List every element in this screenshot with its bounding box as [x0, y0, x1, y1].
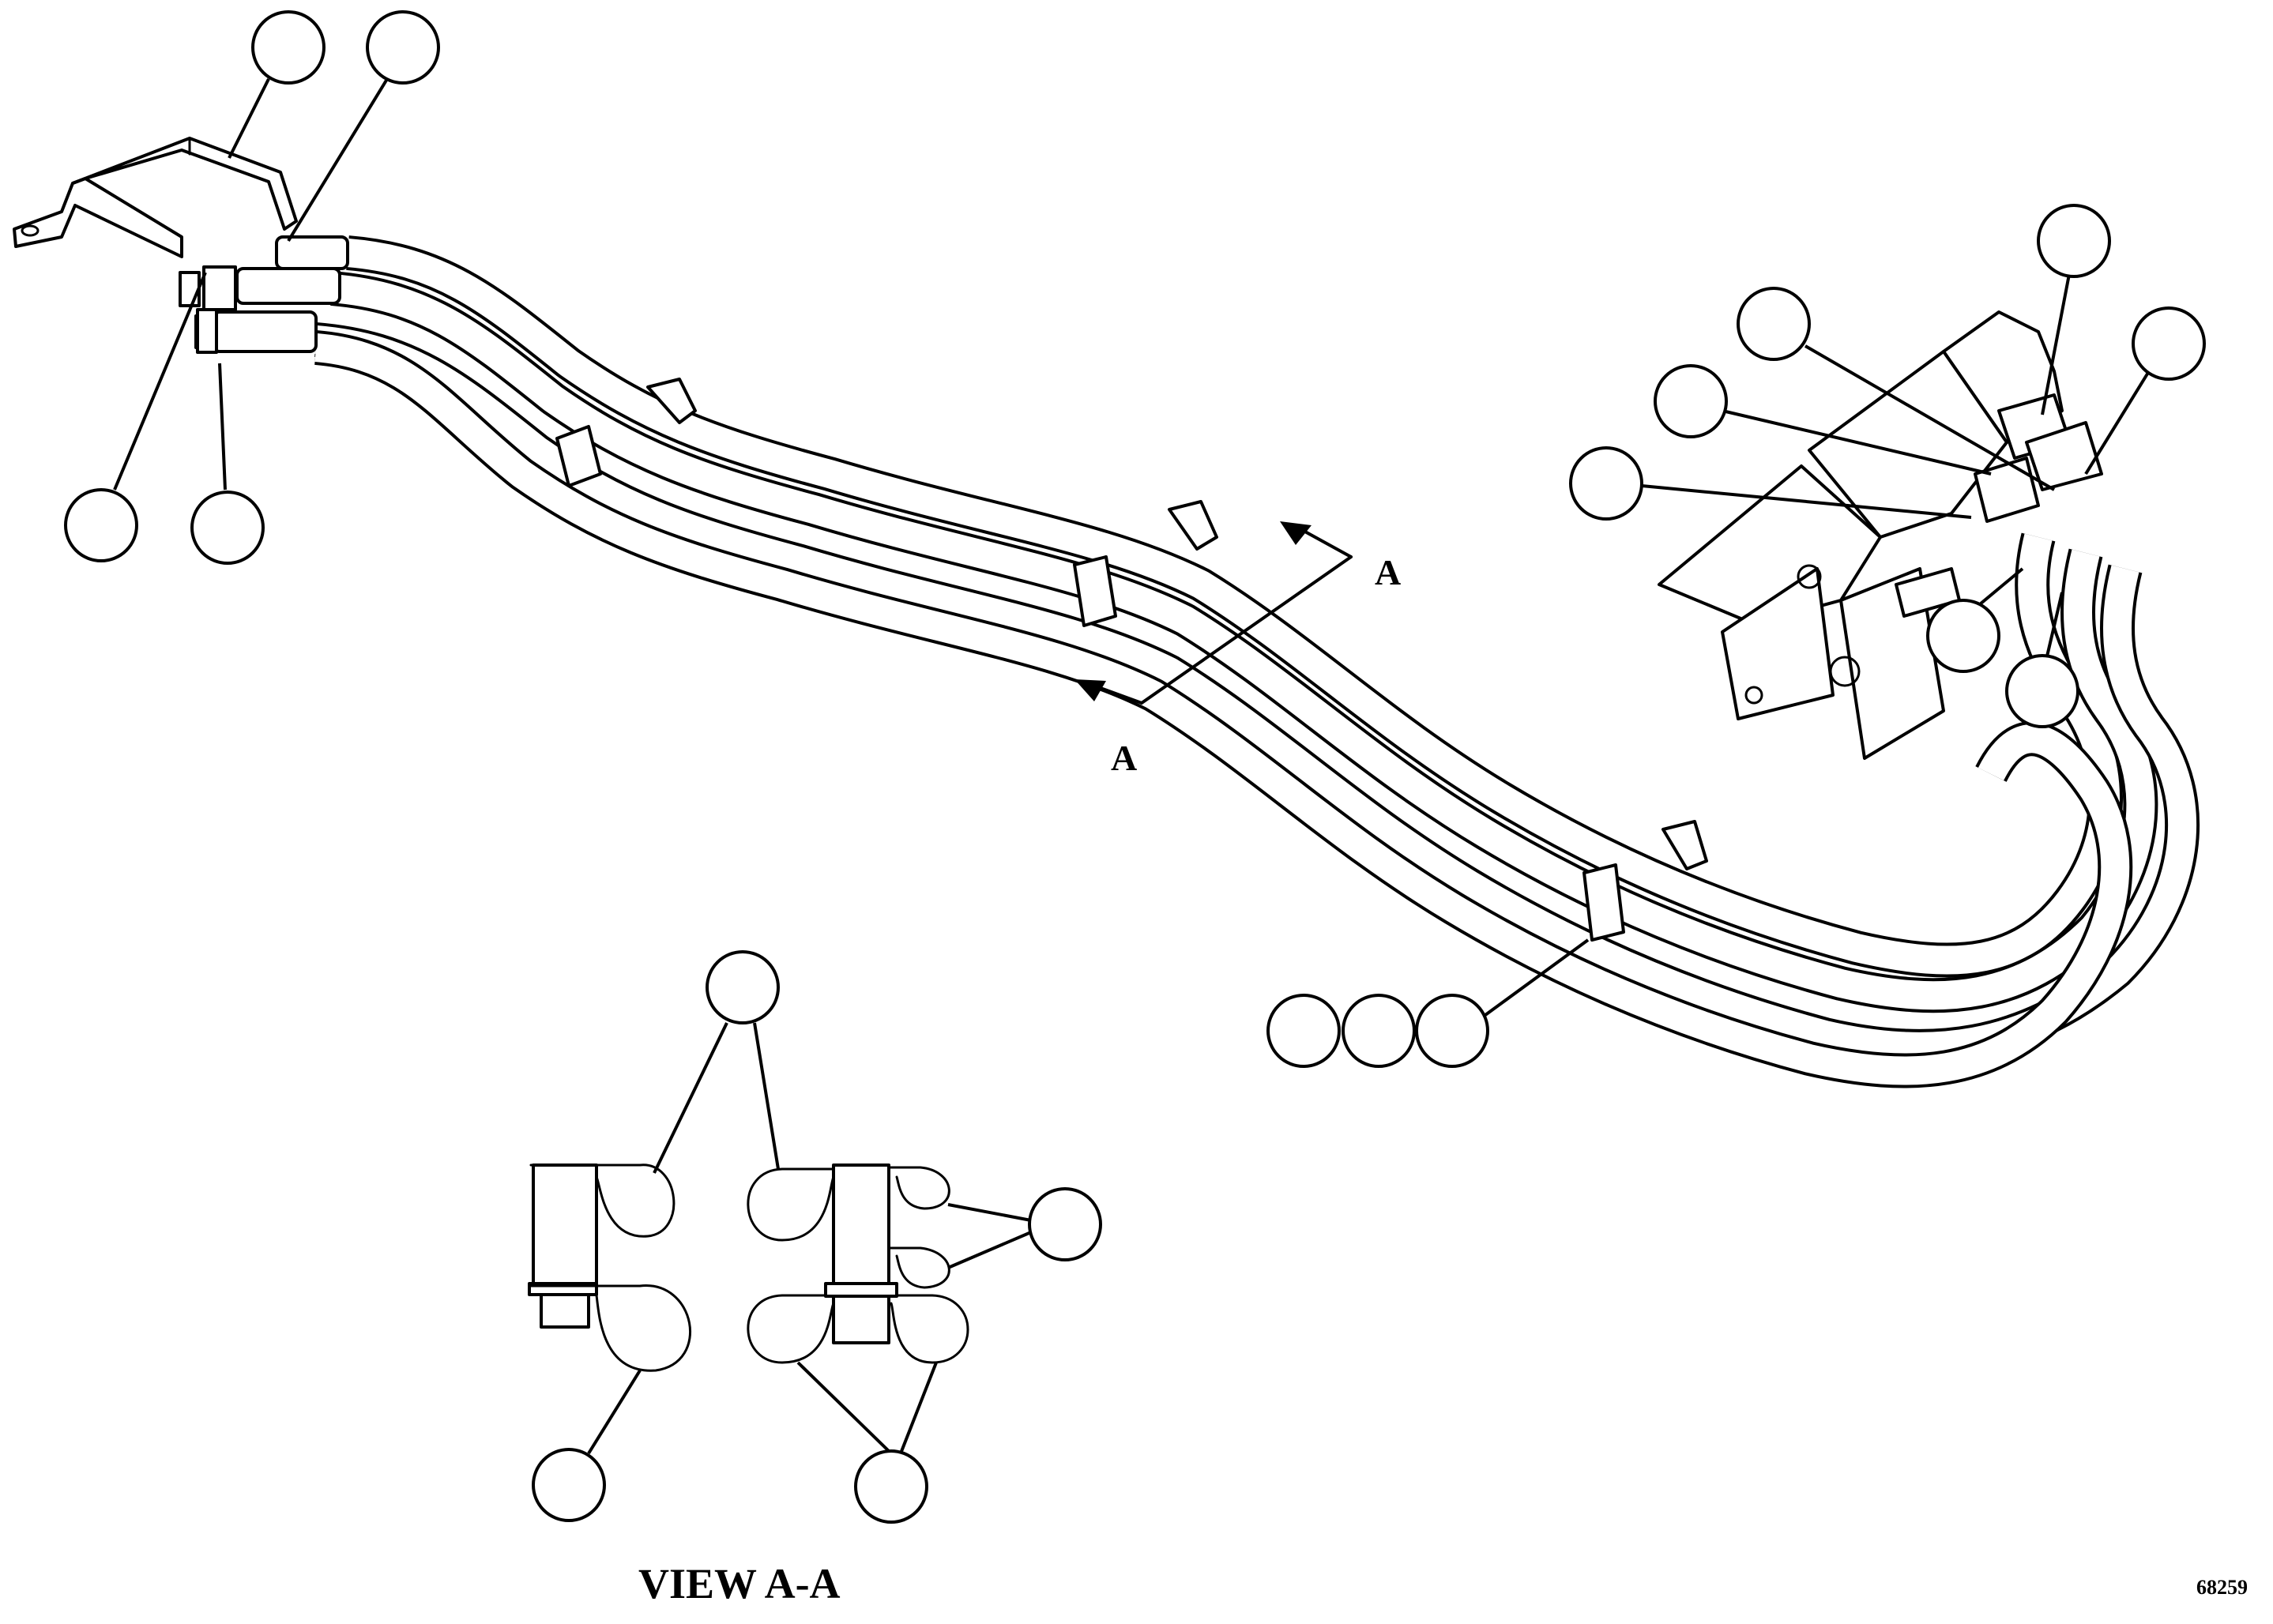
valve-assembly [1658, 310, 2103, 760]
figure-number: 68259 [2196, 1576, 2248, 1599]
hose-clamp-2 [1073, 500, 1218, 627]
view-clamp-bottom-right-callout [854, 1449, 928, 1524]
left-mounting-bracket [13, 137, 298, 258]
bracket-callout [251, 10, 326, 85]
view-clamp-top-callout [706, 950, 780, 1024]
view-a-a-detail: VIEW A-A [528, 950, 1102, 1607]
view-clamp-right-callout [1028, 1187, 1102, 1261]
right-mid-lower-callout [1654, 364, 1728, 438]
view-title: VIEW A-A [638, 1560, 841, 1607]
section-label-top: A [1375, 552, 1401, 592]
right-top-fitting-callout [2037, 204, 2111, 278]
upper-left-fitting-callout [366, 10, 440, 85]
section-label-bottom: A [1111, 738, 1137, 778]
hose-clamp-1 [555, 378, 697, 487]
left-hose-fittings [179, 235, 349, 354]
clamp-callout-2 [1342, 994, 1416, 1068]
view-clamp-bottom-left-callout [532, 1448, 606, 1522]
hose-clamp-3 [1582, 820, 1708, 942]
clamp-callout-1 [1266, 994, 1341, 1068]
lower-left-fitting-callout [64, 488, 138, 562]
right-hose-callout-a [1926, 599, 2000, 673]
right-mid-upper-callout [1737, 287, 1811, 361]
right-top-outer-callout [2132, 306, 2206, 381]
clamp-callout-3 [1415, 994, 1489, 1068]
section-cut-line: A A [1074, 521, 1401, 778]
right-small-callout [1569, 446, 1643, 521]
hose-bundle [314, 235, 2200, 1088]
callouts-main [64, 10, 2206, 1068]
right-hose-callout-b [2005, 654, 2079, 728]
lower-left-nut-callout [190, 491, 265, 565]
